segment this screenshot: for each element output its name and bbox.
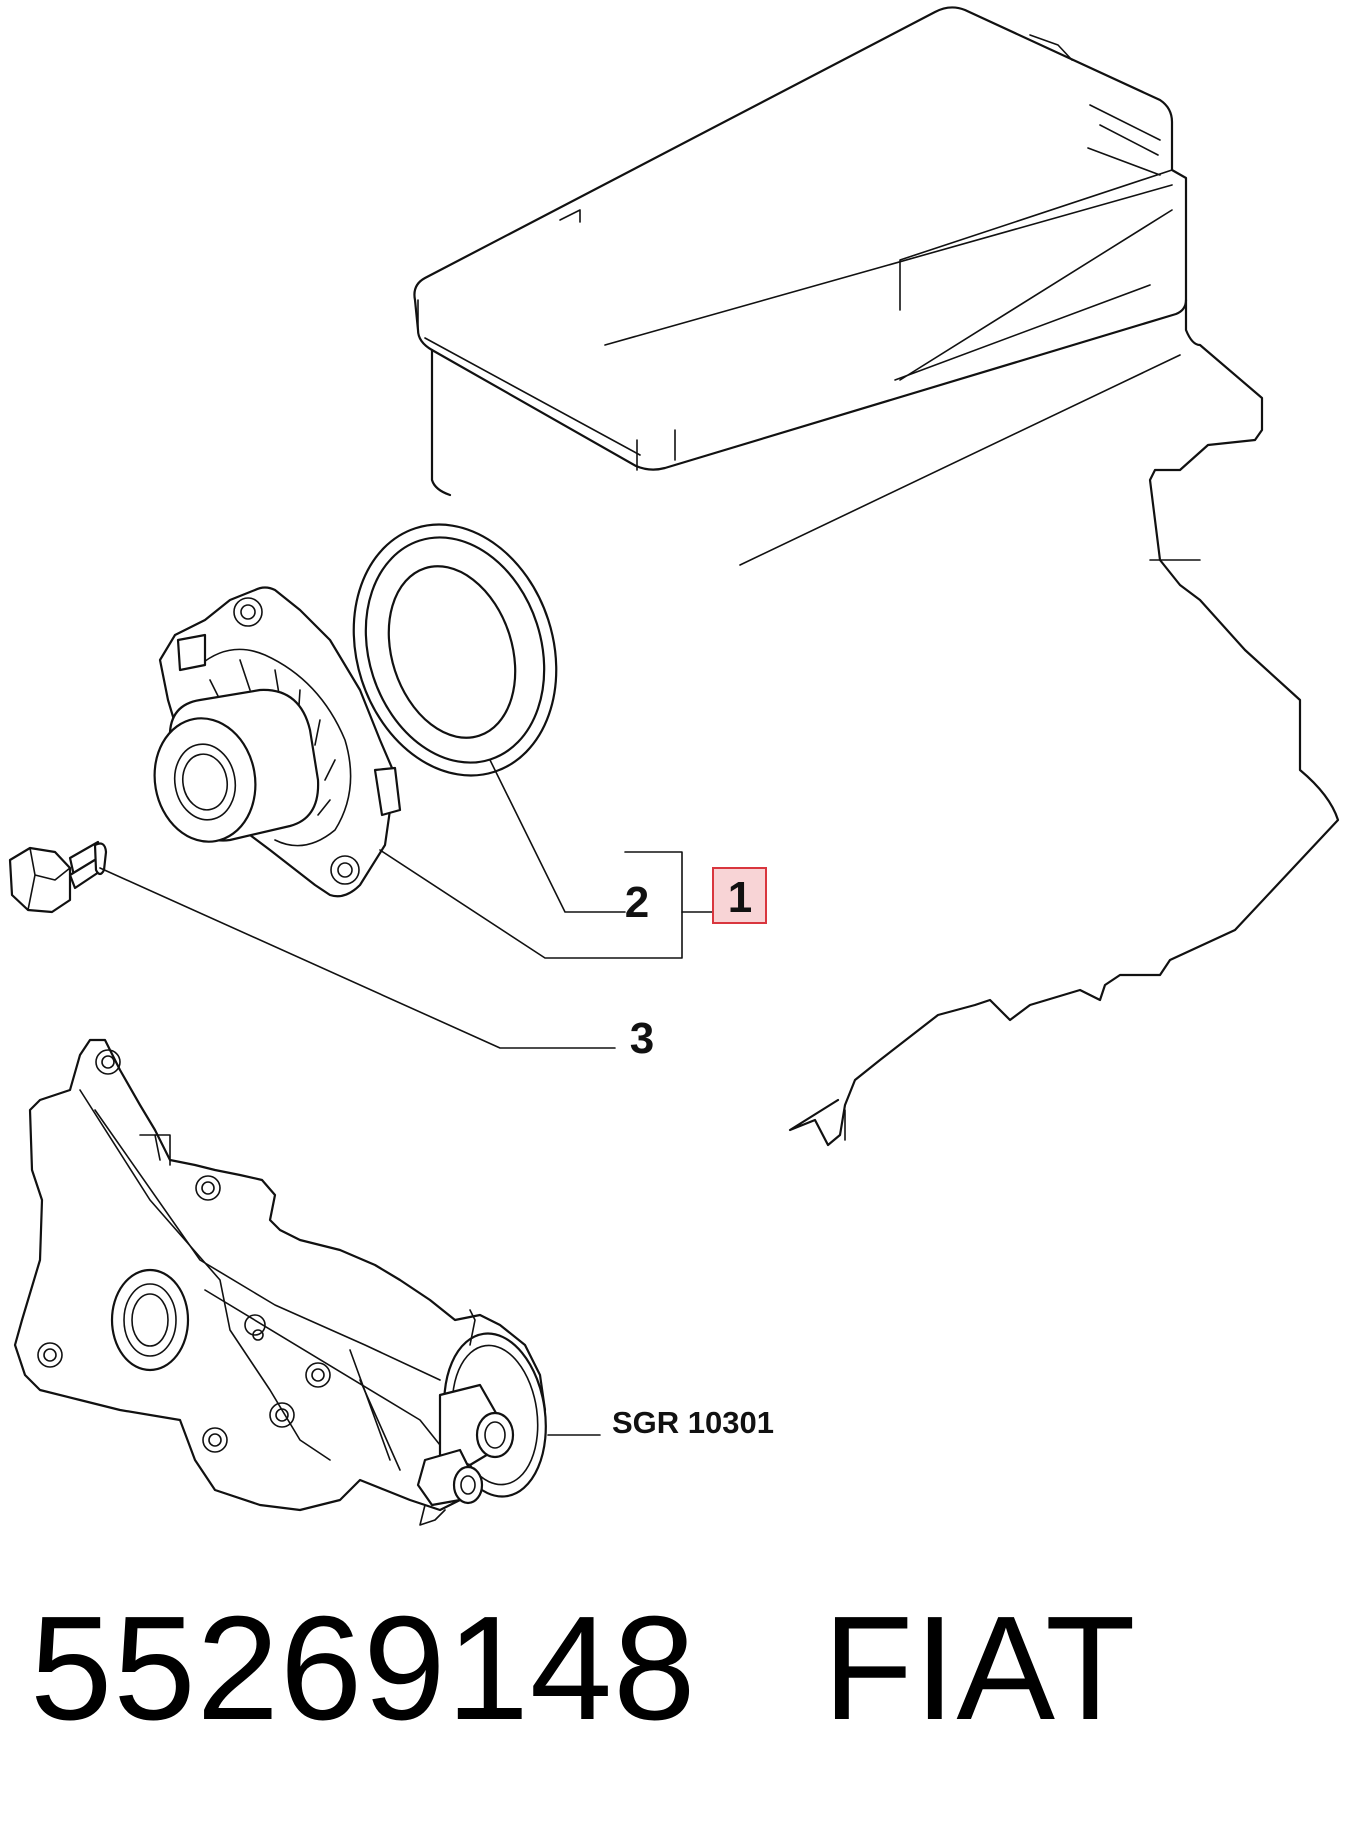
leader-lines [99,759,731,1436]
seal-carrier-housing-icon [153,586,402,898]
part-number: 55269148 [30,1586,697,1751]
brand-name: FIAT [822,1586,1137,1751]
callout-1-highlight [712,867,767,924]
seal-ring-icon [352,523,558,777]
callout-2-label[interactable]: 2 [625,878,649,927]
callout-1-label[interactable]: 1 [728,873,752,922]
callout-3-label[interactable]: 3 [630,1014,654,1063]
ref-code-label[interactable]: SGR 10301 [612,1405,774,1440]
engine-block-icon [413,6,1340,1147]
footer-part-number-line: 55269148 FIAT [30,1595,1137,1743]
flange-bolt-icon [8,840,108,914]
oil-pump-assembly-icon [13,1038,547,1526]
